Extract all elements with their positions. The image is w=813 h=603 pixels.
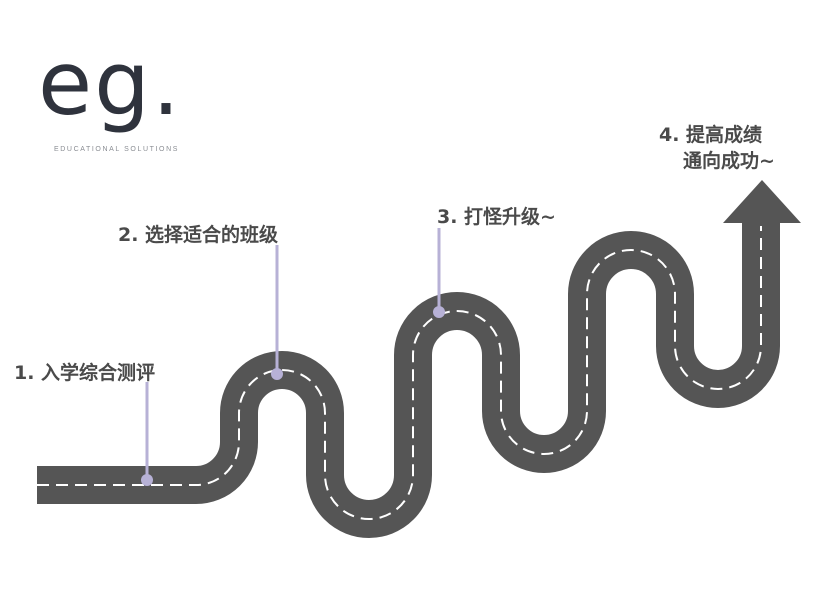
logo-subtitle: EDUCATIONAL SOLUTIONS — [54, 146, 180, 153]
step-2-marker — [271, 245, 283, 380]
step-3-label: 3. 打怪升级~ — [437, 206, 556, 228]
step-1-label: 1. 入学综合测评 — [14, 362, 156, 384]
step-1-marker — [141, 382, 153, 486]
logo-mark: eg. — [38, 32, 182, 135]
lane-marking — [37, 226, 762, 520]
pin-marker-icon — [433, 306, 445, 318]
pin-marker-icon — [141, 474, 153, 486]
arrow-up-icon — [723, 180, 801, 223]
step-4-label-line1: 4. 提高成绩 — [659, 124, 763, 146]
step-2-label: 2. 选择适合的班级 — [118, 224, 279, 246]
step-3-marker — [433, 228, 445, 318]
pin-marker-icon — [271, 368, 283, 380]
step-4-label: 4. 提高成绩 通向成功~ — [659, 122, 775, 174]
step-4-label-line2: 通向成功~ — [683, 150, 775, 172]
